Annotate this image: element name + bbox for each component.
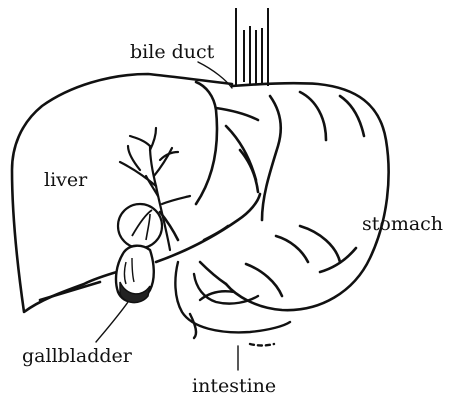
duct-inside-circle-2 <box>146 214 150 240</box>
bile-duct-tree <box>120 128 190 250</box>
label-bile-duct: bile duct <box>130 41 215 63</box>
gallbladder-pointer <box>96 302 128 342</box>
stomach <box>200 83 389 310</box>
label-gallbladder: gallbladder <box>22 345 133 367</box>
gallbladder <box>116 246 154 303</box>
label-intestine: intestine <box>192 375 276 397</box>
gallbladder-highlight-circle <box>118 204 162 248</box>
label-liver: liver <box>44 169 88 191</box>
esophagus <box>236 8 268 86</box>
intestine <box>175 262 290 346</box>
label-stomach: stomach <box>362 213 443 235</box>
